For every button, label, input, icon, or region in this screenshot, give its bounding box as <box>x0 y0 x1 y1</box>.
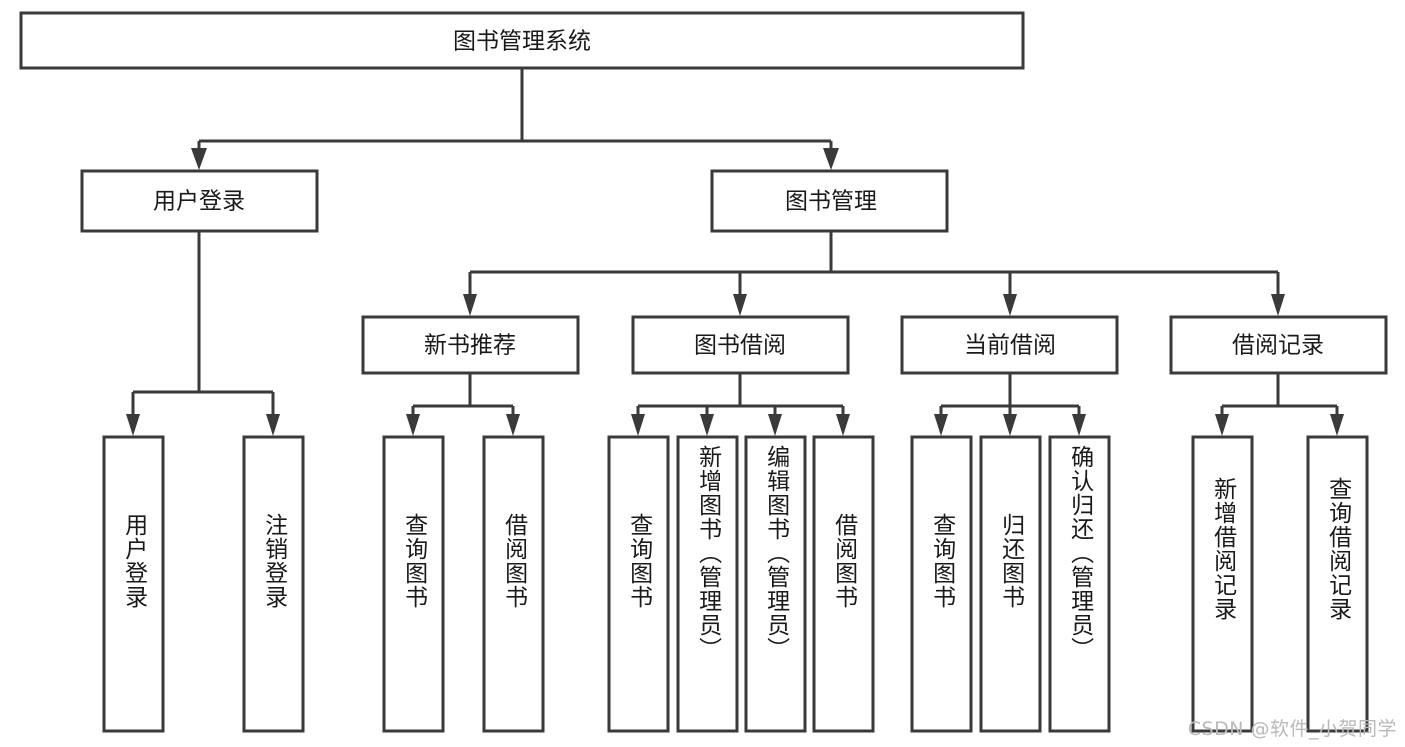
arrowhead-borrow-record-leaf-2 <box>1330 414 1344 436</box>
leaf-box-layer <box>102 435 1369 733</box>
connector-book-borrow-bus <box>636 374 845 424</box>
node-user-login[interactable]: 用户登录 <box>80 169 319 233</box>
leaf-box-borrow-book[interactable] <box>812 435 875 733</box>
arrowhead-to-borrow-record <box>1271 294 1285 316</box>
arrowhead-user-login-leaf-2 <box>266 414 280 436</box>
leaf-box-confirm-return-admin[interactable] <box>1048 435 1111 733</box>
watermark-text: CSDN @软件_小贺同学 <box>1187 718 1397 740</box>
arrowhead-to-current-borrow <box>1003 294 1017 316</box>
node-book-manage[interactable]: 图书管理 <box>710 169 949 233</box>
leaf-box-query-book-current[interactable] <box>910 435 973 733</box>
node-borrow-record-label: 借阅记录 <box>1232 333 1324 359</box>
arrowhead-new-book-leaf-2 <box>506 414 520 436</box>
arrowhead-current-borrow-leaf-1 <box>934 414 948 436</box>
leaf-box-logout[interactable] <box>242 435 305 733</box>
leaf-box-query-book-newrec[interactable] <box>382 435 445 733</box>
leaf-box-user-login[interactable] <box>102 435 165 733</box>
arrowhead-current-borrow-leaf-2 <box>1003 414 1017 436</box>
arrowhead-to-new-book <box>463 294 477 316</box>
node-new-book-recommend-box[interactable] <box>361 315 580 375</box>
leaf-box-query-book-borrow[interactable] <box>607 435 670 733</box>
leaf-box-add-borrow-record[interactable] <box>1191 435 1254 733</box>
connector-layer <box>126 68 1344 436</box>
node-borrow-record-box[interactable] <box>1169 315 1388 375</box>
arrowhead-to-user-login <box>191 148 207 170</box>
node-current-borrow[interactable]: 当前借阅 <box>900 315 1119 375</box>
leaf-box-query-borrow-record[interactable] <box>1306 435 1369 733</box>
leaf-box-return-book[interactable] <box>979 435 1042 733</box>
node-root-label: 图书管理系统 <box>453 29 591 55</box>
connector-borrow-record-bus <box>1220 374 1339 424</box>
node-book-borrow[interactable]: 图书借阅 <box>631 315 850 375</box>
node-new-book-recommend[interactable]: 新书推荐 <box>361 315 580 375</box>
arrowhead-book-borrow-leaf-2 <box>700 414 714 436</box>
leaf-box-add-book-admin[interactable] <box>676 435 739 733</box>
connector-book-manage-bus <box>468 232 1280 304</box>
arrowhead-book-borrow-leaf-1 <box>631 414 645 436</box>
node-current-borrow-box[interactable] <box>900 315 1119 375</box>
node-user-login-label: 用户登录 <box>153 189 245 215</box>
node-new-book-recommend-label: 新书推荐 <box>424 333 516 359</box>
leaf-box-borrow-book-newrec[interactable] <box>482 435 545 733</box>
arrowhead-to-book-borrow <box>733 294 747 316</box>
node-borrow-record[interactable]: 借阅记录 <box>1169 315 1388 375</box>
node-current-borrow-label: 当前借阅 <box>964 333 1056 359</box>
arrowhead-new-book-leaf-1 <box>406 414 420 436</box>
connector-new-book-bus <box>411 374 515 424</box>
connector-root-bus <box>197 68 833 158</box>
node-book-borrow-box[interactable] <box>631 315 850 375</box>
arrowhead-to-book-manage <box>823 148 839 170</box>
arrowhead-book-borrow-leaf-3 <box>768 414 782 436</box>
node-book-manage-box[interactable] <box>710 169 949 233</box>
node-root-box[interactable] <box>19 11 1025 70</box>
leaf-box-edit-book-admin[interactable] <box>744 435 807 733</box>
arrowhead-borrow-record-leaf-1 <box>1215 414 1229 436</box>
node-user-login-box[interactable] <box>80 169 319 233</box>
node-root[interactable]: 图书管理系统 <box>19 11 1025 70</box>
arrowhead-book-borrow-leaf-4 <box>836 414 850 436</box>
node-book-manage-label: 图书管理 <box>785 189 877 215</box>
arrowhead-current-borrow-leaf-3 <box>1072 414 1086 436</box>
connector-user-login-bus <box>131 232 275 424</box>
node-book-borrow-label: 图书借阅 <box>694 333 786 359</box>
arrowhead-user-login-leaf-1 <box>126 414 140 436</box>
